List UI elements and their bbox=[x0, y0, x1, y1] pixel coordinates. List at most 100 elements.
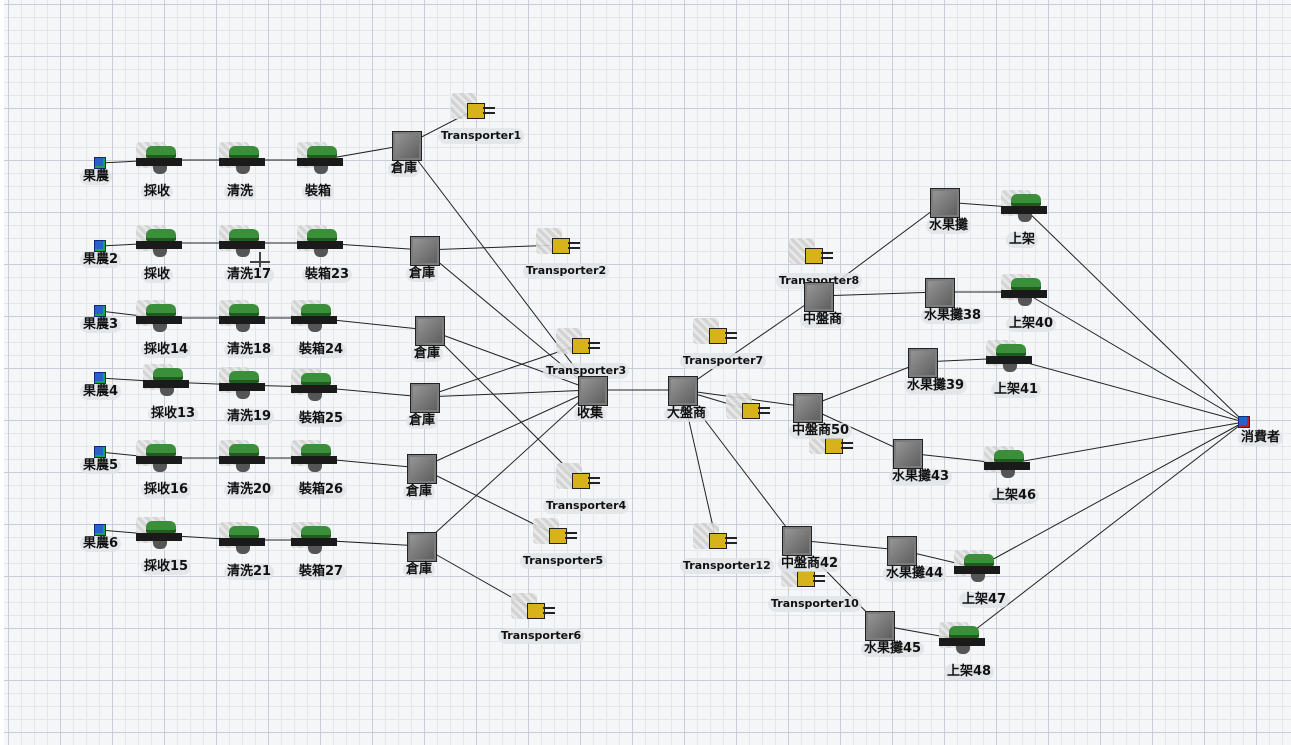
processor-node[interactable] bbox=[219, 367, 265, 403]
processor-node[interactable] bbox=[136, 142, 182, 178]
source-node[interactable] bbox=[94, 372, 106, 384]
transporter-fork-shape bbox=[821, 252, 833, 254]
queue-node[interactable] bbox=[782, 526, 812, 556]
processor-machine-shape bbox=[307, 146, 337, 158]
transporter-body-shape bbox=[797, 571, 815, 587]
forklift-transporter-icon[interactable] bbox=[451, 93, 497, 127]
processor-conveyor-shape bbox=[219, 538, 265, 546]
connection-line bbox=[681, 295, 819, 391]
source-node[interactable] bbox=[94, 446, 106, 458]
processor-base-shape bbox=[236, 324, 250, 332]
processor-node[interactable] bbox=[219, 522, 265, 558]
transporter-body-shape bbox=[709, 328, 727, 344]
processor-node[interactable] bbox=[984, 446, 1030, 482]
processor-machine-shape bbox=[146, 304, 176, 316]
processor-base-shape bbox=[956, 646, 970, 654]
processor-node[interactable] bbox=[136, 225, 182, 261]
node-label: 消費者 bbox=[1238, 430, 1284, 446]
node-label: Transporter6 bbox=[498, 628, 585, 644]
node-label: 清洗17 bbox=[224, 267, 275, 283]
processor-node[interactable] bbox=[143, 364, 189, 400]
processor-node[interactable] bbox=[291, 522, 337, 558]
processor-node[interactable] bbox=[219, 440, 265, 476]
processor-base-shape bbox=[308, 464, 322, 472]
forklift-transporter-icon[interactable] bbox=[556, 328, 602, 362]
forklift-transporter-icon[interactable] bbox=[536, 228, 582, 262]
processor-node[interactable] bbox=[954, 550, 1000, 586]
connection-line bbox=[1008, 357, 1245, 423]
processor-node[interactable] bbox=[297, 225, 343, 261]
forklift-transporter-icon[interactable] bbox=[556, 463, 602, 497]
queue-node[interactable] bbox=[804, 282, 834, 312]
node-label: 水果攤38 bbox=[921, 308, 985, 324]
processor-base-shape bbox=[236, 391, 250, 399]
processor-node[interactable] bbox=[297, 142, 343, 178]
connection-line bbox=[420, 389, 593, 547]
queue-node[interactable] bbox=[930, 188, 960, 218]
processor-base-shape bbox=[236, 249, 250, 257]
node-label: 果農6 bbox=[80, 536, 122, 552]
forklift-transporter-icon[interactable] bbox=[789, 238, 835, 272]
processor-node[interactable] bbox=[939, 622, 985, 658]
processor-node[interactable] bbox=[1001, 190, 1047, 226]
processor-machine-shape bbox=[146, 229, 176, 241]
forklift-transporter-icon[interactable] bbox=[511, 593, 557, 627]
source-node[interactable] bbox=[94, 524, 106, 536]
processor-machine-shape bbox=[301, 444, 331, 456]
queue-node[interactable] bbox=[893, 439, 923, 469]
connection-line bbox=[1006, 421, 1245, 465]
queue-node[interactable] bbox=[793, 393, 823, 423]
node-label: 倉庫 bbox=[406, 266, 439, 282]
queue-node[interactable] bbox=[668, 376, 698, 406]
transporter-fork-shape bbox=[483, 107, 495, 109]
processor-node[interactable] bbox=[986, 340, 1032, 376]
source-node[interactable] bbox=[94, 305, 106, 317]
forklift-transporter-icon[interactable] bbox=[693, 523, 739, 557]
node-label: 採收15 bbox=[141, 559, 192, 575]
processor-node[interactable] bbox=[136, 440, 182, 476]
queue-node[interactable] bbox=[407, 532, 437, 562]
connection-line bbox=[806, 406, 908, 454]
processor-node[interactable] bbox=[219, 300, 265, 336]
processor-machine-shape bbox=[301, 526, 331, 538]
processor-base-shape bbox=[153, 324, 167, 332]
node-label: 上架40 bbox=[1006, 316, 1057, 332]
node-label: 中盤商50 bbox=[789, 423, 853, 439]
queue-node[interactable] bbox=[410, 383, 440, 413]
processor-base-shape bbox=[1001, 470, 1015, 478]
processor-machine-shape bbox=[229, 304, 259, 316]
queue-node[interactable] bbox=[865, 611, 895, 641]
queue-node[interactable] bbox=[410, 236, 440, 266]
processor-node[interactable] bbox=[291, 369, 337, 405]
queue-node[interactable] bbox=[908, 348, 938, 378]
source-node[interactable] bbox=[94, 157, 106, 169]
transporter-body-shape bbox=[742, 403, 760, 419]
processor-node[interactable] bbox=[136, 300, 182, 336]
queue-node[interactable] bbox=[925, 278, 955, 308]
processor-node[interactable] bbox=[136, 517, 182, 553]
transporter-fork-shape bbox=[588, 342, 600, 344]
node-label: 果農4 bbox=[80, 384, 122, 400]
processor-node[interactable] bbox=[291, 300, 337, 336]
processor-node[interactable] bbox=[291, 440, 337, 476]
node-label: 上架41 bbox=[991, 382, 1042, 398]
processor-conveyor-shape bbox=[986, 356, 1032, 364]
node-label: 上架47 bbox=[959, 592, 1010, 608]
forklift-transporter-icon[interactable] bbox=[533, 518, 579, 552]
processor-machine-shape bbox=[229, 229, 259, 241]
queue-node[interactable] bbox=[392, 131, 422, 161]
queue-node[interactable] bbox=[407, 454, 437, 484]
queue-node[interactable] bbox=[887, 536, 917, 566]
queue-node[interactable] bbox=[578, 376, 608, 406]
processor-node[interactable] bbox=[219, 142, 265, 178]
processor-node[interactable] bbox=[219, 225, 265, 261]
transporter-body-shape bbox=[825, 438, 843, 454]
forklift-transporter-icon[interactable] bbox=[693, 318, 739, 352]
forklift-transporter-icon[interactable] bbox=[726, 393, 772, 427]
processor-node[interactable] bbox=[1001, 274, 1047, 310]
sink-node[interactable] bbox=[1238, 416, 1250, 428]
transporter-body-shape bbox=[572, 338, 590, 354]
queue-node[interactable] bbox=[415, 316, 445, 346]
source-node[interactable] bbox=[94, 240, 106, 252]
